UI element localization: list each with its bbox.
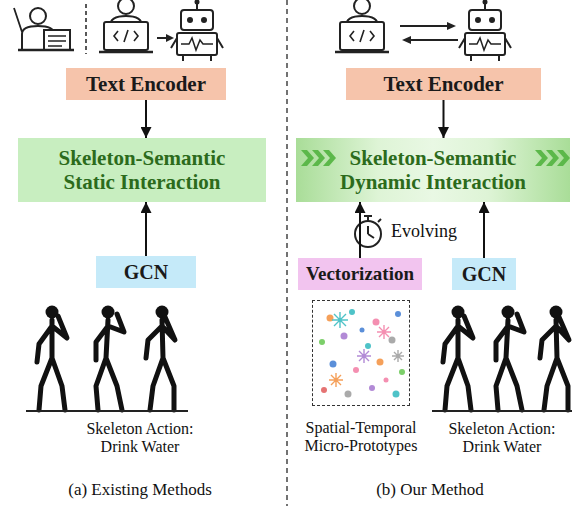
flow-arrow bbox=[443, 100, 445, 138]
vectorization-box: Vectorization bbox=[298, 258, 422, 290]
panel-caption: (a) Existing Methods bbox=[40, 480, 240, 500]
node-text: Vectorization bbox=[306, 263, 414, 285]
node-text: Text Encoder bbox=[86, 72, 206, 97]
evolving-label: Evolving bbox=[384, 221, 464, 242]
prototype-scatter bbox=[319, 309, 405, 398]
node-text: Skeleton-Semantic Static Interaction bbox=[42, 146, 242, 194]
flow-arrow bbox=[145, 202, 147, 256]
encoder-box: Text Encoder bbox=[346, 68, 541, 100]
teacher-icon bbox=[14, 8, 74, 50]
panel-caption: (b) Our Method bbox=[330, 480, 530, 500]
gcn-box: GCN bbox=[452, 258, 516, 290]
gcn-box: GCN bbox=[96, 256, 196, 288]
flow-arrow bbox=[359, 202, 361, 258]
encoder-box: Text Encoder bbox=[66, 68, 226, 100]
node-text: Text Encoder bbox=[384, 72, 504, 97]
node-text: Skeleton-Semantic Dynamic Interaction bbox=[333, 146, 533, 194]
interaction-box: Skeleton-Semantic Dynamic Interaction bbox=[296, 138, 570, 202]
flow-arrow bbox=[145, 100, 147, 138]
flow-arrow bbox=[483, 202, 485, 258]
action-caption: Skeleton Action: Drink Water bbox=[440, 420, 565, 457]
action-caption: Skeleton Action: Drink Water bbox=[78, 420, 203, 457]
node-text: Spatial-Temporal Micro-Prototypes bbox=[299, 419, 424, 456]
interaction-box: Skeleton-Semantic Static Interaction bbox=[18, 138, 266, 202]
node-text: GCN bbox=[462, 263, 506, 286]
prototype-box: Spatial-Temporal Micro-Prototypes bbox=[312, 300, 410, 406]
node-text: GCN bbox=[124, 261, 168, 284]
stopwatch-icon bbox=[355, 216, 381, 247]
